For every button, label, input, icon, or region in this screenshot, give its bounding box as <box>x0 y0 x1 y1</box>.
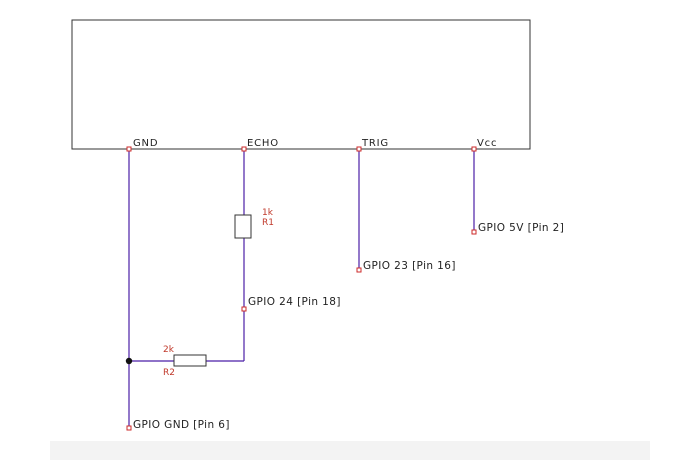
connection-label-echo: GPIO 24 [Pin 18] <box>248 296 341 308</box>
pad-echo-top <box>241 146 247 152</box>
pad-trig-end <box>356 267 362 273</box>
pin-label-vcc: Vcc <box>477 138 497 149</box>
connection-label-gnd: GPIO GND [Pin 6] <box>133 419 230 431</box>
pin-label-echo: ECHO <box>247 138 279 149</box>
r2-ref-label: R2 <box>163 368 175 378</box>
r1-value-label: 1k <box>262 208 274 218</box>
connection-label-trig: GPIO 23 [Pin 16] <box>363 260 456 272</box>
pin-label-trig: TRIG <box>361 138 389 149</box>
resistor-r1 <box>234 214 252 239</box>
pad-trig-top <box>356 146 362 152</box>
r2-value-label: 2k <box>163 345 175 355</box>
pad-gnd-end <box>126 425 132 431</box>
connection-label-vcc: GPIO 5V [Pin 2] <box>478 222 564 234</box>
bottom-strip <box>50 441 650 460</box>
junction-dot <box>125 357 133 365</box>
pad-echo-end <box>241 306 247 312</box>
r1-ref-label: R1 <box>262 218 274 228</box>
pad-vcc-top <box>471 146 477 152</box>
pad-vcc-end <box>471 229 477 235</box>
sensor-module-box <box>71 19 531 150</box>
resistor-r2 <box>173 354 207 367</box>
pad-gnd-top <box>126 146 132 152</box>
pin-label-gnd: GND <box>133 138 158 149</box>
